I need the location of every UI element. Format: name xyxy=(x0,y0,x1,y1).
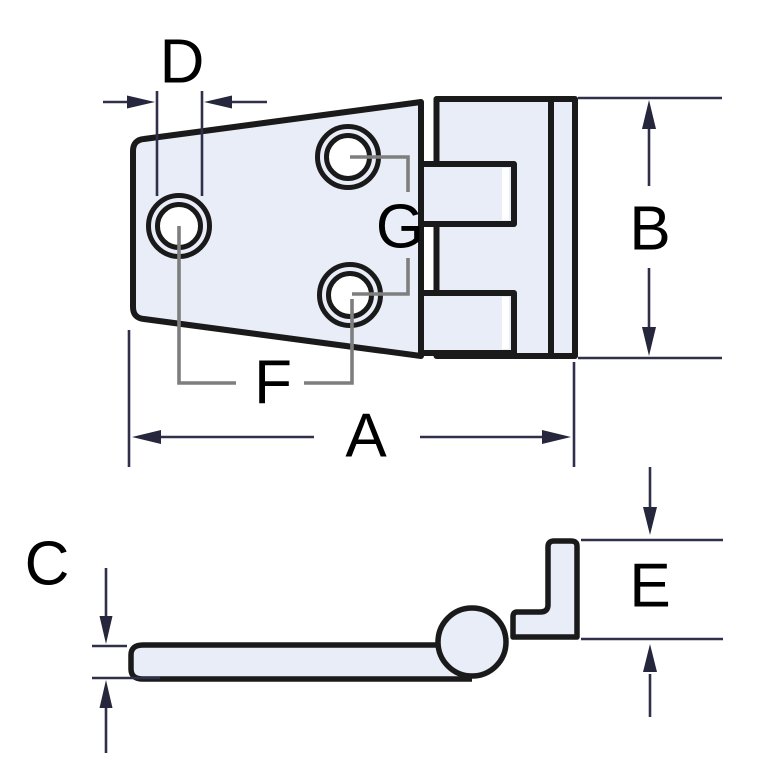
side-view: C E xyxy=(25,467,723,753)
c-arrowhead-down xyxy=(99,616,113,644)
d-arrowhead-left xyxy=(127,95,155,109)
d-arrowhead-right xyxy=(204,95,232,109)
leader-f-right-hole xyxy=(304,299,354,385)
leader-g-top-hole xyxy=(350,155,410,192)
side-offset-bracket xyxy=(510,538,580,640)
leader-f-left-hole xyxy=(177,226,236,385)
finger-bottom-gap xyxy=(502,297,509,349)
dimension-b: B xyxy=(578,96,722,360)
e-arrowhead-down xyxy=(643,507,657,535)
dimension-d: D xyxy=(103,28,267,196)
a-arrowhead-left xyxy=(132,430,161,444)
e-arrowhead-up xyxy=(643,644,657,672)
leader-g-bottom-hole xyxy=(352,258,410,296)
hinge-barrel xyxy=(435,605,509,679)
f-label: F xyxy=(254,349,292,418)
c-label: C xyxy=(25,530,70,599)
hinge-finger-top xyxy=(422,161,517,227)
d-label: D xyxy=(160,28,205,97)
b-label: B xyxy=(629,195,670,264)
dimension-e: E xyxy=(581,467,723,717)
hinge-finger-bottom xyxy=(422,290,517,356)
a-arrowhead-right xyxy=(542,430,571,444)
finger-top-gap xyxy=(502,168,509,220)
side-lower-leaf xyxy=(128,642,472,682)
e-label: E xyxy=(629,552,670,621)
dimension-c: C xyxy=(25,530,160,753)
dimension-a: A xyxy=(127,330,576,471)
g-label: G xyxy=(376,193,424,262)
b-arrowhead-up xyxy=(642,100,656,129)
a-label: A xyxy=(345,402,387,471)
b-arrowhead-down xyxy=(642,327,656,356)
top-view: D B A G F xyxy=(103,28,722,471)
c-arrowhead-up xyxy=(99,680,113,708)
